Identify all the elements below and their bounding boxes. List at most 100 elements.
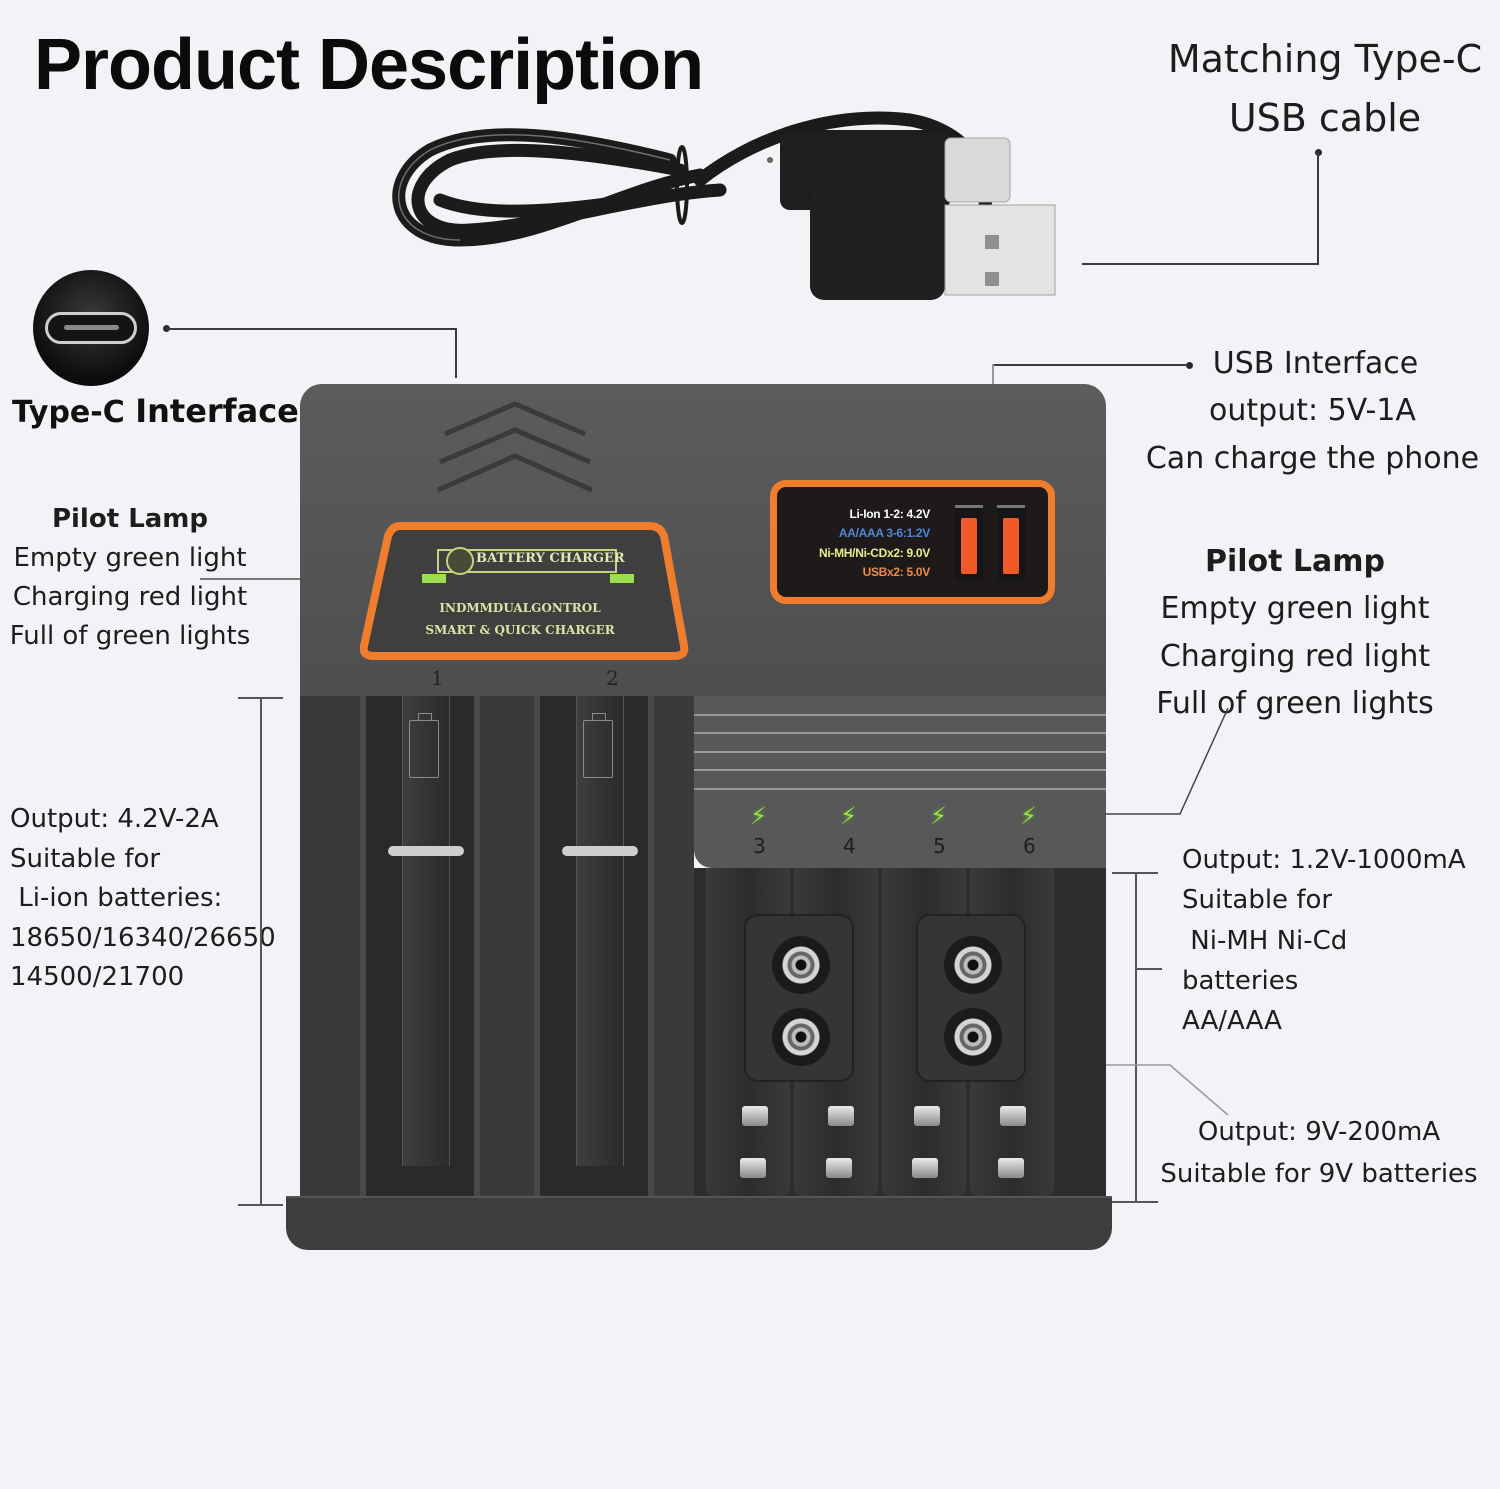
terminal-icon	[944, 1008, 1002, 1066]
aa-aaa-bay	[694, 868, 1106, 1198]
callout-line	[1317, 152, 1319, 265]
pilot-lamp-left-callout: Pilot Lamp Empty green light Charging re…	[0, 500, 260, 656]
slider-contact[interactable]	[388, 846, 464, 856]
nimh-line5: AA/AAA	[1182, 1006, 1282, 1037]
nimh-callout: Output: 1.2V-1000mA Suitable for Ni-MH N…	[1182, 840, 1500, 1041]
cable-callout-line1: Matching Type-C	[1167, 37, 1483, 81]
lcd-line-usb: USBx2: 5.0V	[862, 565, 931, 580]
battery-charger: BATTERY CHARGER INDMMDUALGONTROL SMART &…	[286, 384, 1112, 1250]
stripe	[694, 769, 1106, 771]
usb-port-2[interactable]	[997, 505, 1025, 581]
cable-callout: Matching Type-C USB cable	[1150, 30, 1500, 148]
nimh-line2: Suitable for	[1182, 885, 1333, 916]
spring-contact	[914, 1106, 940, 1126]
panel-text: INDMMDUALGONTROL SMART & QUICK CHARGER	[410, 598, 630, 641]
pilot-lamp-right-heading: Pilot Lamp	[1204, 544, 1386, 579]
pilot-lamp-right-callout: Pilot Lamp Empty green light Charging re…	[1130, 538, 1460, 728]
nine-volt-line2: Suitable for 9V batteries	[1160, 1158, 1478, 1189]
spring-contact	[1000, 1106, 1026, 1126]
lcd-line-liion: Li-Ion 1-2: 4.2V	[849, 507, 930, 521]
slider-contact[interactable]	[562, 846, 638, 856]
spring-contact	[828, 1106, 854, 1126]
lcd-readout: Li-Ion 1-2: 4.2V AA/AAA 3-6:1.2V Ni-MH/N…	[819, 505, 930, 583]
slot-label-6: 6	[1023, 834, 1036, 858]
charger-base	[286, 1196, 1112, 1250]
terminal-icon	[944, 936, 1002, 994]
callout-line	[1082, 263, 1318, 265]
spring-contact	[912, 1158, 938, 1178]
bracket-line	[238, 697, 283, 699]
bracket-line	[1112, 1201, 1158, 1203]
typec-label-b: Interface	[135, 392, 299, 430]
terminal-icon	[772, 1008, 830, 1066]
callout-line	[1136, 968, 1162, 970]
page-title: Product Description	[34, 25, 704, 105]
status-panel: ⚡ ⚡ ⚡ ⚡ 3 4 5 6	[694, 696, 1106, 868]
panel-line2: SMART & QUICK CHARGER	[425, 622, 615, 637]
spring-contact	[998, 1158, 1024, 1178]
usb-port-1[interactable]	[955, 505, 983, 581]
nine-volt-slot-2[interactable]	[916, 914, 1026, 1082]
callout-dot	[1186, 362, 1193, 369]
li-ion-line5: 14500/21700	[10, 962, 185, 993]
bolt-led-icon: ⚡	[750, 802, 767, 830]
chevron-decor-icon	[436, 401, 594, 493]
battery-icon	[409, 713, 439, 778]
stripe	[694, 788, 1106, 790]
battery-icon	[583, 713, 613, 778]
lcd-line-9v: Ni-MH/Ni-CDx2: 9.0V	[819, 545, 930, 560]
usb-interface-line1: USB Interface	[1212, 346, 1419, 381]
panel-line1: INDMMDUALGONTROL	[439, 601, 601, 615]
pilot-lamp-right-line3: Full of green lights	[1156, 686, 1434, 722]
pilot-lamp-right-line1: Empty green light	[1160, 591, 1430, 627]
bracket-line	[1135, 872, 1137, 1202]
slot-label-2: 2	[606, 666, 619, 690]
li-ion-callout: Output: 4.2V-2A Suitable for Li-ion batt…	[10, 800, 300, 998]
nine-volt-callout: Output: 9V-200mA Suitable for 9V batteri…	[1138, 1112, 1500, 1195]
li-ion-slot-2[interactable]	[534, 696, 654, 1196]
pilot-lamp-left-heading: Pilot Lamp	[51, 504, 209, 534]
bolt-led-icon: ⚡	[1020, 802, 1037, 830]
slot-rail	[402, 696, 450, 1166]
usb-interface-line2: output: 5V-1A	[1209, 393, 1416, 429]
li-ion-slot-1[interactable]	[360, 696, 480, 1196]
typec-callout: Type-C Interface	[12, 392, 299, 430]
slot-label-5: 5	[933, 834, 946, 858]
stripe	[694, 732, 1106, 734]
slot-label-4: 4	[843, 834, 856, 858]
pilot-lamp-left-line3: Full of green lights	[9, 621, 251, 651]
bracket-line	[260, 697, 262, 1205]
lcd-display: Li-Ion 1-2: 4.2V AA/AAA 3-6:1.2V Ni-MH/N…	[770, 480, 1055, 604]
cable-callout-line2: USB cable	[1228, 95, 1422, 140]
badge-text: BATTERY CHARGER	[476, 551, 625, 566]
charger-label-panel	[360, 522, 689, 660]
terminal-icon	[772, 936, 830, 994]
nimh-line1: Output: 1.2V-1000mA	[1182, 845, 1466, 875]
slot-label-3: 3	[753, 834, 766, 858]
nimh-line3: Ni-MH Ni-Cd	[1182, 925, 1348, 956]
spring-contact	[742, 1106, 768, 1126]
pilot-lamp-left-line1: Empty green light	[13, 543, 247, 573]
bracket-line	[1112, 872, 1158, 874]
slot-rail	[576, 696, 624, 1166]
li-ion-line2: Suitable for	[10, 843, 161, 874]
spring-contact	[826, 1158, 852, 1178]
li-ion-bay	[300, 696, 694, 1196]
nimh-line4: batteries	[1182, 965, 1299, 996]
typec-label-a: Type-C	[12, 395, 125, 430]
lcd-line-aa: AA/AAA 3-6:1.2V	[838, 526, 930, 541]
bolt-led-icon: ⚡	[840, 802, 857, 830]
callout-line	[992, 364, 1188, 366]
bracket-line	[238, 1204, 283, 1206]
usb-cable-image	[392, 111, 1056, 300]
li-ion-line4: 18650/16340/26650	[10, 922, 276, 953]
typec-port-icon	[45, 312, 137, 344]
callout-line	[455, 328, 457, 378]
nine-volt-slot-1[interactable]	[744, 914, 854, 1082]
li-ion-line3: Li-ion batteries:	[10, 883, 223, 914]
typec-port-image	[33, 270, 149, 386]
nine-volt-line1: Output: 9V-200mA	[1197, 1117, 1441, 1147]
charger-top-shell: BATTERY CHARGER INDMMDUALGONTROL SMART &…	[300, 384, 1106, 696]
usb-interface-callout: USB Interface output: 5V-1A Can charge t…	[1125, 340, 1500, 482]
li-ion-line1: Output: 4.2V-2A	[10, 804, 219, 834]
